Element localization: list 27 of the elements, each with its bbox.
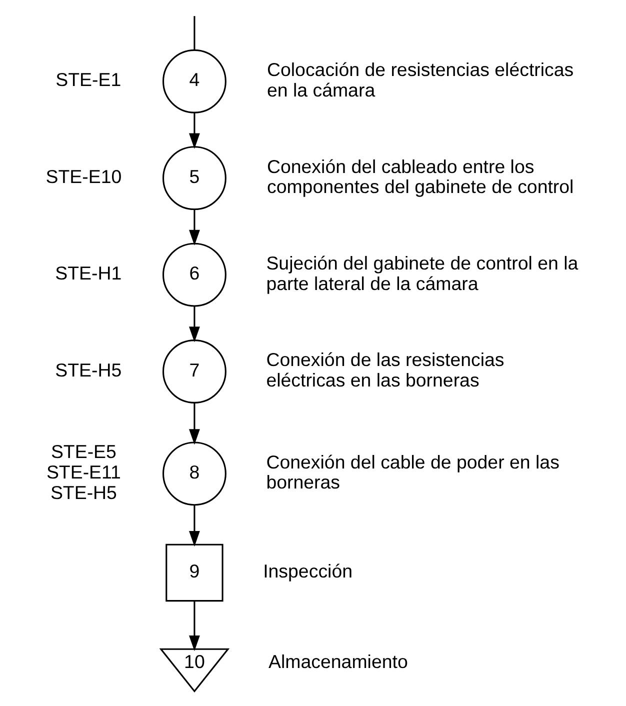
node-label: STE-H5 — [50, 482, 117, 503]
node-label: Sujeción del gabinete de control en la parte lateral de la cámara — [266, 252, 578, 294]
node-label: STE-E5 — [50, 441, 116, 462]
node-circle: 5 — [162, 146, 226, 210]
connector — [194, 16, 196, 50]
node-circle: 7 — [162, 340, 226, 404]
node-label: STE-H1 — [55, 262, 122, 284]
node-label: Inspección — [263, 560, 353, 582]
node-label: Conexión de las resistencias eléctricas en las borneras — [266, 349, 504, 390]
node-circle: 4 — [162, 49, 226, 114]
node-label: STE-H5 — [55, 359, 122, 380]
node-label: Colocación de resistencias eléctricas en la cámara — [266, 59, 574, 100]
node-label: Almacenamiento — [268, 651, 408, 672]
node-label: STE-E10 — [46, 166, 122, 187]
arrow — [189, 210, 200, 246]
node-label: Conexión del cable de poder en las borneras — [266, 451, 560, 493]
arrow — [189, 600, 200, 652]
node-label: Conexión del cableado entre los componentes del gabinete de control — [266, 156, 574, 198]
node-label: STE-E1 — [56, 69, 122, 90]
arrow — [189, 306, 200, 342]
arrow — [189, 113, 200, 149]
arrow — [189, 505, 200, 547]
node-circle: 8 — [162, 442, 226, 506]
arrow — [189, 402, 200, 445]
node-circle: 6 — [162, 242, 226, 307]
node-box: 9 — [166, 544, 224, 602]
node-label: STE-E11 — [46, 462, 121, 482]
